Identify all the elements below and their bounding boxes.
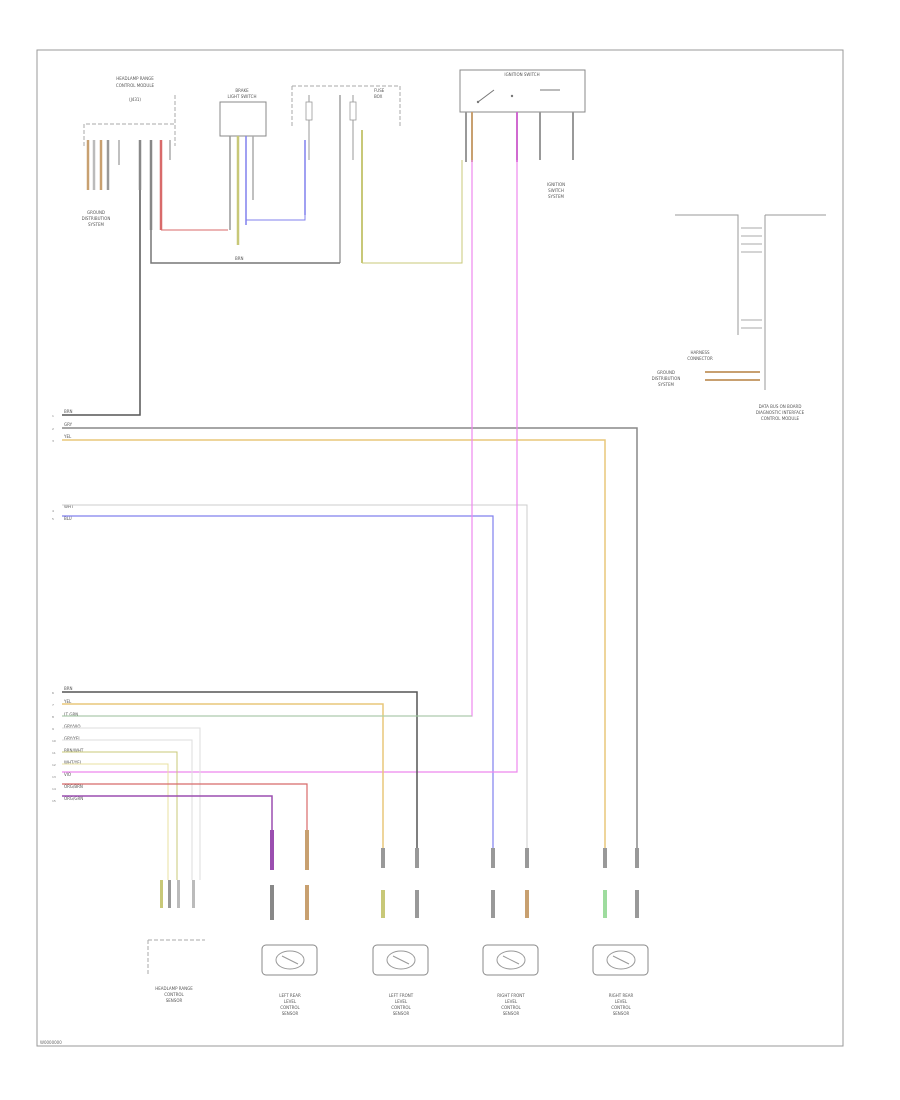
svg-text:4: 4 — [52, 509, 54, 513]
ignition-note-3: SYSTEM — [548, 194, 564, 199]
lr-sensor-label-3: CONTROL — [280, 1005, 300, 1010]
brake-switch-label-2: LIGHT SWITCH — [228, 94, 257, 99]
left-front-level-sensor: LEFT FRONT LEVEL CONTROL SENSOR — [372, 944, 429, 1016]
wire-label-gry-1: GRY — [64, 422, 73, 427]
lr-sensor-label-2: LEVEL — [284, 999, 297, 1004]
bus-lines-upper: 1 2 3 BRN GRY YEL — [52, 409, 638, 855]
gateway-label-1: DATA BUS ON BOARD — [759, 404, 802, 409]
lf-sensor-label-1: LEFT FRONT — [389, 993, 414, 998]
rr-sensor-label-2: LEVEL — [615, 999, 628, 1004]
right-front-level-sensor: RIGHT FRONT LEVEL CONTROL SENSOR — [482, 944, 539, 1016]
ignition-switch: IGNITION SWITCH IGNITION SWITCH SYSTEM — [459, 69, 586, 199]
wire-label-brnwht: BRN/WHT — [64, 748, 84, 753]
lf-sensor-label-2: LEVEL — [395, 999, 408, 1004]
wire-label-brn-2: BRN — [64, 686, 73, 691]
svg-text:3: 3 — [52, 439, 54, 443]
wire-label-ltgrn: LT GRN — [64, 712, 78, 717]
harness-connector-1: HARNESS — [690, 350, 710, 355]
wire-label-brn-1: BRN — [64, 409, 73, 414]
gateway-label-3: CONTROL MODULE — [761, 416, 800, 421]
wire-label-blu: BLU — [64, 516, 72, 521]
svg-text:10: 10 — [52, 739, 56, 743]
rr-sensor-label-1: RIGHT REAR — [609, 993, 634, 998]
lf-sensor-label-3: CONTROL — [391, 1005, 411, 1010]
module-label-4: (J431) — [129, 97, 141, 102]
right-rear-level-sensor: RIGHT REAR LEVEL CONTROL SENSOR — [592, 944, 649, 1016]
ignition-note-1: IGNITION — [547, 182, 565, 187]
module-label-1: HEADLAMP RANGE — [116, 76, 154, 81]
ground-right-3: SYSTEM — [658, 382, 674, 387]
ground-left-3: SYSTEM — [88, 222, 104, 227]
gateway-label-2: DIAGNOSTIC INTERFACE — [756, 410, 805, 415]
ignition-note-2: SWITCH — [548, 188, 564, 193]
brake-light-switch: BRAKE LIGHT SWITCH — [219, 88, 267, 245]
rf-sensor-label-3: CONTROL — [501, 1005, 521, 1010]
rf-sensor-label-4: SENSOR — [503, 1011, 520, 1016]
wire-label-yel-2: YEL — [63, 699, 72, 704]
svg-text:7: 7 — [52, 703, 54, 707]
wire-label-gryvio: GRY/VIO — [64, 724, 80, 729]
wire-label-yel-1: YEL — [63, 434, 72, 439]
ground-left-label: GROUND DISTRIBUTION SYSTEM — [82, 210, 111, 227]
harness-connector-2: CONNECTOR — [687, 356, 713, 361]
wire-label-orggrn: ORG/GRN — [64, 796, 83, 801]
ignition-switch-label: IGNITION SWITCH — [504, 72, 539, 77]
lr-sensor-label-4: SENSOR — [282, 1011, 299, 1016]
bus-lines-middle: 4 5 WHT BLU — [52, 504, 528, 855]
wire-label-wht: WHT — [64, 504, 74, 509]
gateway-pins — [741, 227, 762, 329]
ground-right-2: DISTRIBUTION — [652, 376, 681, 381]
svg-text:12: 12 — [52, 763, 56, 767]
svg-text:9: 9 — [52, 727, 54, 731]
bus-lines-lower: 6 7 8 9 10 11 12 13 14 15 BRN YEL LT GRN… — [52, 686, 472, 880]
headlamp-range-module: HEADLAMP RANGE CONTROL MODULE (J431) — [83, 76, 176, 146]
gateway-module: HARNESS CONNECTOR GROUND DISTRIBUTION SY… — [652, 214, 826, 421]
fuse-box-label-2: BOX — [374, 94, 383, 99]
fuse-box: FUSE BOX — [291, 85, 401, 263]
svg-text:15: 15 — [52, 799, 56, 803]
svg-text:5: 5 — [52, 517, 54, 521]
brake-switch-label-1: BRAKE — [235, 88, 249, 93]
module-label-2: CONTROL MODULE — [116, 83, 155, 88]
svg-text:1: 1 — [52, 414, 54, 418]
rr-sensor-label-4: SENSOR — [613, 1011, 630, 1016]
ground-right-1: GROUND — [657, 370, 675, 375]
headlamp-range-sensor: HEADLAMP RANGE CONTROL SENSOR — [147, 939, 205, 1003]
lr-sensor-label-1: LEFT REAR — [279, 993, 301, 998]
wire-label-orgbrn: ORG/BRN — [64, 784, 83, 789]
lf-sensor-label-4: SENSOR — [393, 1011, 410, 1016]
pink-feed-lines — [62, 160, 518, 773]
wire-label-vio: VIO — [64, 772, 71, 777]
svg-text:13: 13 — [52, 775, 56, 779]
diagram-code: W0000000 — [40, 1040, 62, 1045]
wire-label-brn-top: BRN — [235, 256, 244, 261]
wire-label-whtyel: WHT/YEL — [64, 760, 83, 765]
headlamp-sensor-label-1: HEADLAMP RANGE — [155, 986, 193, 991]
headlamp-module-pins — [86, 140, 171, 230]
rf-sensor-label-2: LEVEL — [505, 999, 518, 1004]
svg-text:14: 14 — [52, 787, 56, 791]
sensor-pins — [160, 830, 639, 920]
svg-text:11: 11 — [52, 751, 56, 755]
diagram-frame — [36, 49, 844, 1047]
top-wiring: BRN — [62, 160, 463, 416]
fuse-box-label-1: FUSE — [374, 88, 385, 93]
rf-sensor-label-1: RIGHT FRONT — [497, 993, 525, 998]
rr-sensor-label-3: CONTROL — [611, 1005, 631, 1010]
headlamp-sensor-label-3: SENSOR — [166, 998, 183, 1003]
svg-text:6: 6 — [52, 691, 54, 695]
ground-left-2: DISTRIBUTION — [82, 216, 111, 221]
wire-label-gryyel: GRY/YEL — [64, 736, 81, 741]
svg-text:8: 8 — [52, 715, 54, 719]
ground-left-1: GROUND — [87, 210, 105, 215]
left-rear-level-sensor: LEFT REAR LEVEL CONTROL SENSOR — [261, 944, 318, 1016]
svg-text:2: 2 — [52, 427, 54, 431]
headlamp-sensor-label-2: CONTROL — [164, 992, 184, 997]
